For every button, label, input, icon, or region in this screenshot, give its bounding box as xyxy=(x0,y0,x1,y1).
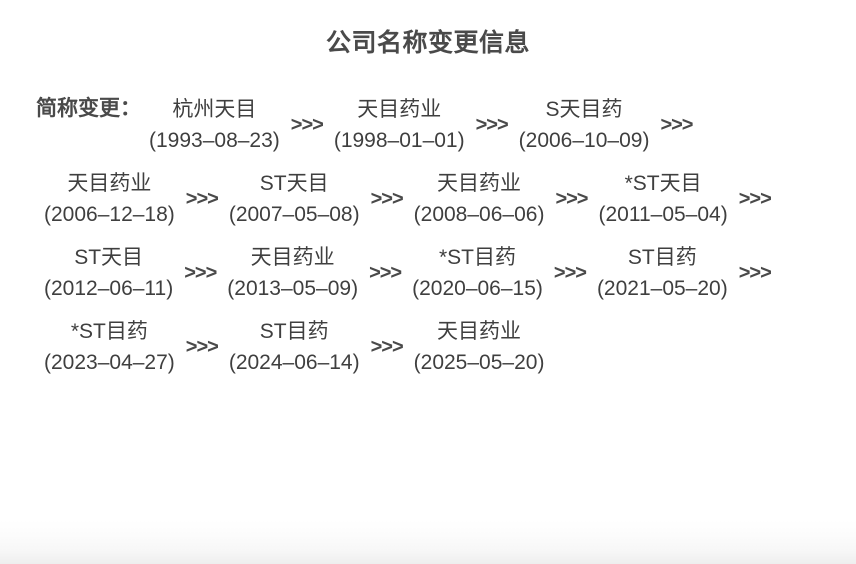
name-change-item-name: ST天目 xyxy=(74,246,144,269)
name-change-item-name: ST目药 xyxy=(259,320,329,343)
chevron-right-triple-icon: >>> xyxy=(553,262,587,284)
abbreviation-change-label: 简称变更： xyxy=(36,97,141,120)
chevron-right-triple-icon: >>> xyxy=(369,262,402,284)
chevron-right-triple-icon: >>> xyxy=(660,114,693,136)
name-change-item-date: (2025–05–20) xyxy=(413,351,545,374)
chevron-right-triple-icon: >>> xyxy=(370,188,404,210)
name-change-item: ST目药 (2021–05–20) xyxy=(591,236,734,310)
name-change-item: ST天目 (2012–06–11) xyxy=(38,236,179,310)
content-area: 简称变更： 杭州天目 (1993–08–23) >>> 天目药业 (1998–01–01)… xyxy=(0,88,856,384)
chevron-right-triple-icon: >>> xyxy=(555,188,588,210)
name-change-item-name: 天目药业 xyxy=(357,98,442,121)
name-change-item-name: ST目药 xyxy=(627,246,697,269)
chevron-right-triple-icon: >>> xyxy=(185,188,219,210)
name-change-item-date: (2012–06–11) xyxy=(44,277,174,300)
name-change-item: *ST天目 (2011–05–04) xyxy=(592,162,733,236)
name-change-item-date: (1993–08–23) xyxy=(149,129,280,152)
page-title: 公司名称变更信息 xyxy=(325,29,530,57)
name-change-item-name: *ST目药 xyxy=(70,320,148,343)
name-change-item-date: (2007–05–08) xyxy=(228,203,360,226)
name-change-item-date: (2023–04–27) xyxy=(44,351,175,374)
name-change-item-date: (1998–01–01) xyxy=(333,129,465,152)
name-change-item: S天目药 (2006–10–09) xyxy=(513,88,656,162)
chevron-right-triple-icon: >>> xyxy=(738,188,772,210)
name-change-item-name: *ST目药 xyxy=(438,246,516,269)
name-change-item-date: (2024–06–14) xyxy=(228,351,360,374)
chevron-right-triple-icon: >>> xyxy=(184,262,217,284)
name-change-item: ST目药 (2024–06–14) xyxy=(223,310,366,384)
chevron-right-triple-icon: >>> xyxy=(185,336,219,358)
name-change-item: *ST目药 (2020–06–15) xyxy=(406,236,549,310)
chevron-right-triple-icon: >>> xyxy=(290,114,324,136)
name-change-item: 天目药业 (2008–06–06) xyxy=(408,162,551,236)
name-change-item: 天目药业 (2025–05–20) xyxy=(408,310,551,384)
name-change-item-name: *ST天目 xyxy=(624,172,702,195)
name-change-item-name: 杭州天目 xyxy=(172,98,257,121)
name-change-item-date: (2021–05–20) xyxy=(596,277,728,300)
name-change-item-date: (2006–10–09) xyxy=(518,129,650,152)
name-change-item-date: (2020–06–15) xyxy=(412,277,543,300)
name-change-item-name: ST天目 xyxy=(259,172,329,195)
name-change-item: *ST目药 (2023–04–27) xyxy=(38,310,181,384)
abbreviation-change-row: 简称变更： 杭州天目 (1993–08–23) >>> 天目药业 (1998–01–01)… xyxy=(36,88,842,384)
chevron-right-triple-icon: >>> xyxy=(370,336,404,358)
name-change-item-name: S天目药 xyxy=(545,98,623,121)
name-change-item-name: 天目药业 xyxy=(437,172,522,195)
name-change-item: ST天目 (2007–05–08) xyxy=(223,162,366,236)
name-change-item-date: (2013–05–09) xyxy=(227,277,359,300)
name-change-item-date: (2008–06–06) xyxy=(413,203,545,226)
name-change-item-date: (2006–12–18) xyxy=(44,203,175,226)
name-change-item: 杭州天目 (1993–08–23) xyxy=(143,88,286,162)
name-change-item-name: 天目药业 xyxy=(67,172,152,195)
name-change-item: 天目药业 (2006–12–18) xyxy=(38,162,181,236)
chevron-right-triple-icon: >>> xyxy=(738,262,772,284)
name-change-item-name: 天目药业 xyxy=(437,320,522,343)
name-change-item-date: (2011–05–04) xyxy=(598,203,728,226)
chevron-right-triple-icon: >>> xyxy=(475,114,509,136)
bottom-fade-divider xyxy=(0,520,856,564)
name-change-item: 天目药业 (2013–05–09) xyxy=(221,236,364,310)
name-change-item: 天目药业 (1998–01–01) xyxy=(328,88,471,162)
name-change-item-name: 天目药业 xyxy=(250,246,335,269)
